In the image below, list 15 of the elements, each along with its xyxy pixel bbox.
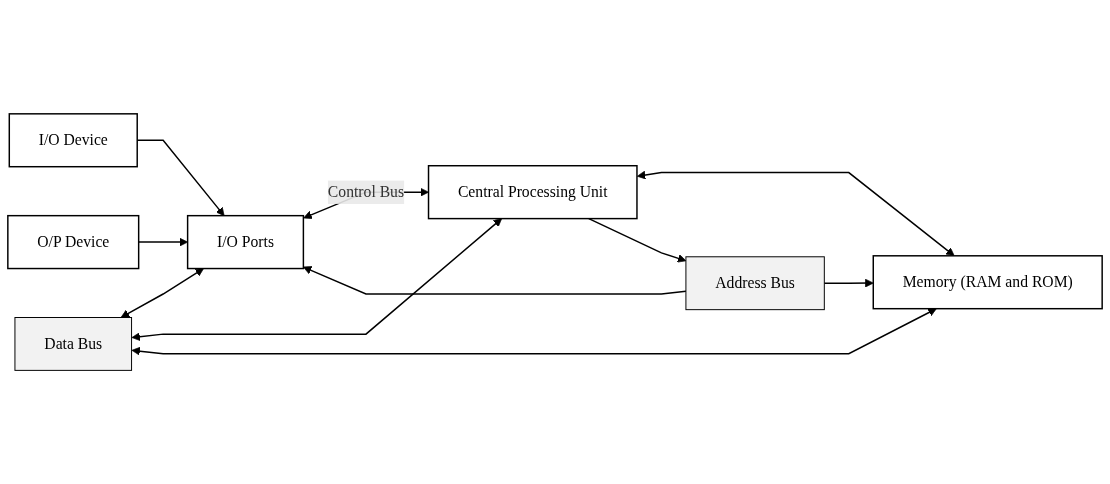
edge-label: Control Bus — [327, 183, 405, 200]
node-box: Data Bus — [14, 316, 133, 371]
arrow — [303, 266, 687, 295]
node-box: Memory (RAM and ROM) — [872, 254, 1103, 310]
arrow — [120, 268, 204, 318]
node-box: I/O Device — [8, 113, 138, 168]
node-box: I/O Ports — [186, 214, 305, 270]
node-box: Address Bus — [685, 256, 825, 311]
node-box: O/P Device — [7, 214, 140, 270]
node-box: Central Processing Unit — [427, 164, 638, 220]
arrow — [636, 170, 955, 257]
arrow — [131, 218, 503, 341]
arrow — [823, 278, 874, 288]
arrow — [588, 217, 687, 263]
arrow — [131, 308, 937, 356]
